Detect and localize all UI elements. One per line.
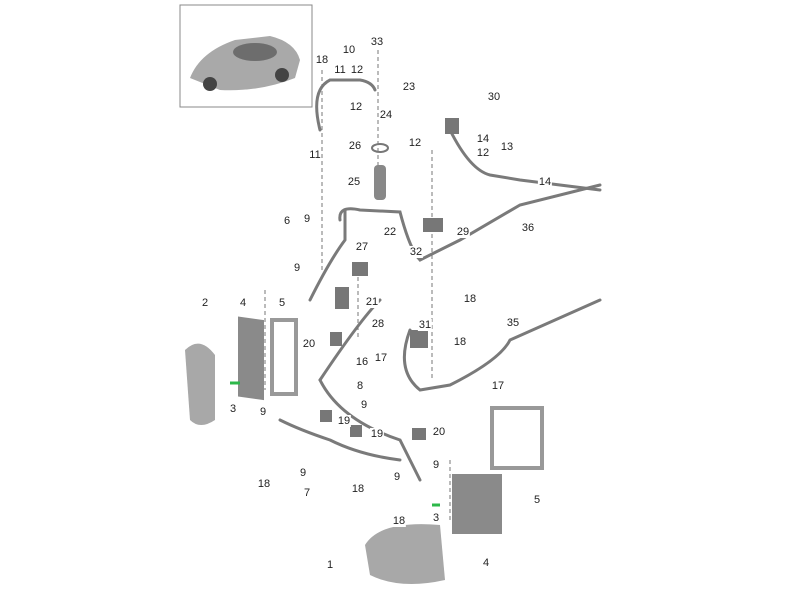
callout-label[interactable]: 18 — [314, 54, 330, 66]
frame-right — [490, 406, 544, 470]
callout-label[interactable]: 36 — [520, 222, 536, 234]
callout-label[interactable]: 4 — [238, 297, 248, 309]
callout-label[interactable]: 25 — [346, 176, 362, 188]
callout-label[interactable]: 12 — [348, 101, 364, 113]
callout-label[interactable]: 18 — [452, 336, 468, 348]
callout-label[interactable]: 6 — [282, 215, 292, 227]
callout-label[interactable]: 12 — [475, 147, 491, 159]
callout-label[interactable]: 7 — [302, 487, 312, 499]
frame-left — [270, 318, 298, 396]
vehicle-thumbnail[interactable] — [179, 4, 313, 108]
callout-label[interactable]: 9 — [431, 459, 441, 471]
callout-label[interactable]: 5 — [532, 494, 542, 506]
assembly-guides — [264, 50, 451, 520]
callout-label[interactable]: 29 — [455, 226, 471, 238]
callout-label[interactable]: 9 — [298, 467, 308, 479]
callout-label[interactable]: 19 — [369, 428, 385, 440]
bracket-31 — [410, 330, 428, 348]
callout-label[interactable]: 14 — [475, 133, 491, 145]
callout-label[interactable]: 19 — [336, 415, 352, 427]
callout-label[interactable]: 20 — [431, 426, 447, 438]
callout-label[interactable]: 13 — [499, 141, 515, 153]
callout-label[interactable]: 12 — [407, 137, 423, 149]
callout-label[interactable]: 23 — [401, 81, 417, 93]
callout-label[interactable]: 18 — [462, 293, 478, 305]
callout-label[interactable]: 21 — [364, 296, 380, 308]
callout-label[interactable]: 35 — [505, 317, 521, 329]
callout-label[interactable]: 3 — [228, 403, 238, 415]
condenser-left — [238, 316, 264, 401]
sensor-29 — [423, 218, 443, 232]
callout-label[interactable]: 11 — [308, 149, 322, 161]
callout-label[interactable]: 18 — [256, 478, 272, 490]
callout-label[interactable]: 16 — [354, 356, 370, 368]
callout-label[interactable]: 26 — [347, 140, 363, 152]
callout-label[interactable]: 20 — [301, 338, 317, 350]
callout-label[interactable]: 31 — [417, 319, 433, 331]
callout-label[interactable]: 1 — [325, 559, 335, 571]
callout-label[interactable]: 17 — [490, 380, 506, 392]
callout-label[interactable]: 24 — [378, 109, 394, 121]
callout-label[interactable]: 17 — [373, 352, 389, 364]
callout-label[interactable]: 9 — [302, 213, 312, 225]
callout-label[interactable]: 18 — [350, 483, 366, 495]
callout-label[interactable]: 9 — [392, 471, 402, 483]
callout-label[interactable]: 18 — [391, 515, 407, 527]
callout-label[interactable]: 22 — [382, 226, 398, 238]
callout-label[interactable]: 28 — [370, 318, 386, 330]
air-duct-bottom — [365, 524, 445, 584]
air-duct-left — [185, 343, 215, 425]
callout-label[interactable]: 14 — [537, 176, 553, 188]
callout-label[interactable]: 9 — [359, 399, 369, 411]
callout-label[interactable]: 3 — [431, 512, 441, 524]
callout-label[interactable]: 9 — [258, 406, 268, 418]
valve-21 — [335, 287, 349, 309]
refrigerant-lines — [278, 78, 602, 482]
components — [185, 118, 544, 584]
callout-label[interactable]: 33 — [369, 36, 385, 48]
callout-label[interactable]: 5 — [277, 297, 287, 309]
condenser-right — [452, 474, 502, 534]
callout-label[interactable]: 10 — [341, 44, 357, 56]
callout-label[interactable]: 30 — [486, 91, 502, 103]
callout-label[interactable]: 11 — [333, 64, 347, 76]
callout-label[interactable]: 27 — [354, 241, 370, 253]
callout-label[interactable]: 32 — [408, 246, 424, 258]
callout-label[interactable]: 9 — [292, 262, 302, 274]
dryer-25 — [374, 165, 386, 200]
callout-label[interactable]: 4 — [481, 557, 491, 569]
callout-label[interactable]: 12 — [349, 64, 365, 76]
callout-label[interactable]: 8 — [355, 380, 365, 392]
callout-label[interactable]: 2 — [200, 297, 210, 309]
